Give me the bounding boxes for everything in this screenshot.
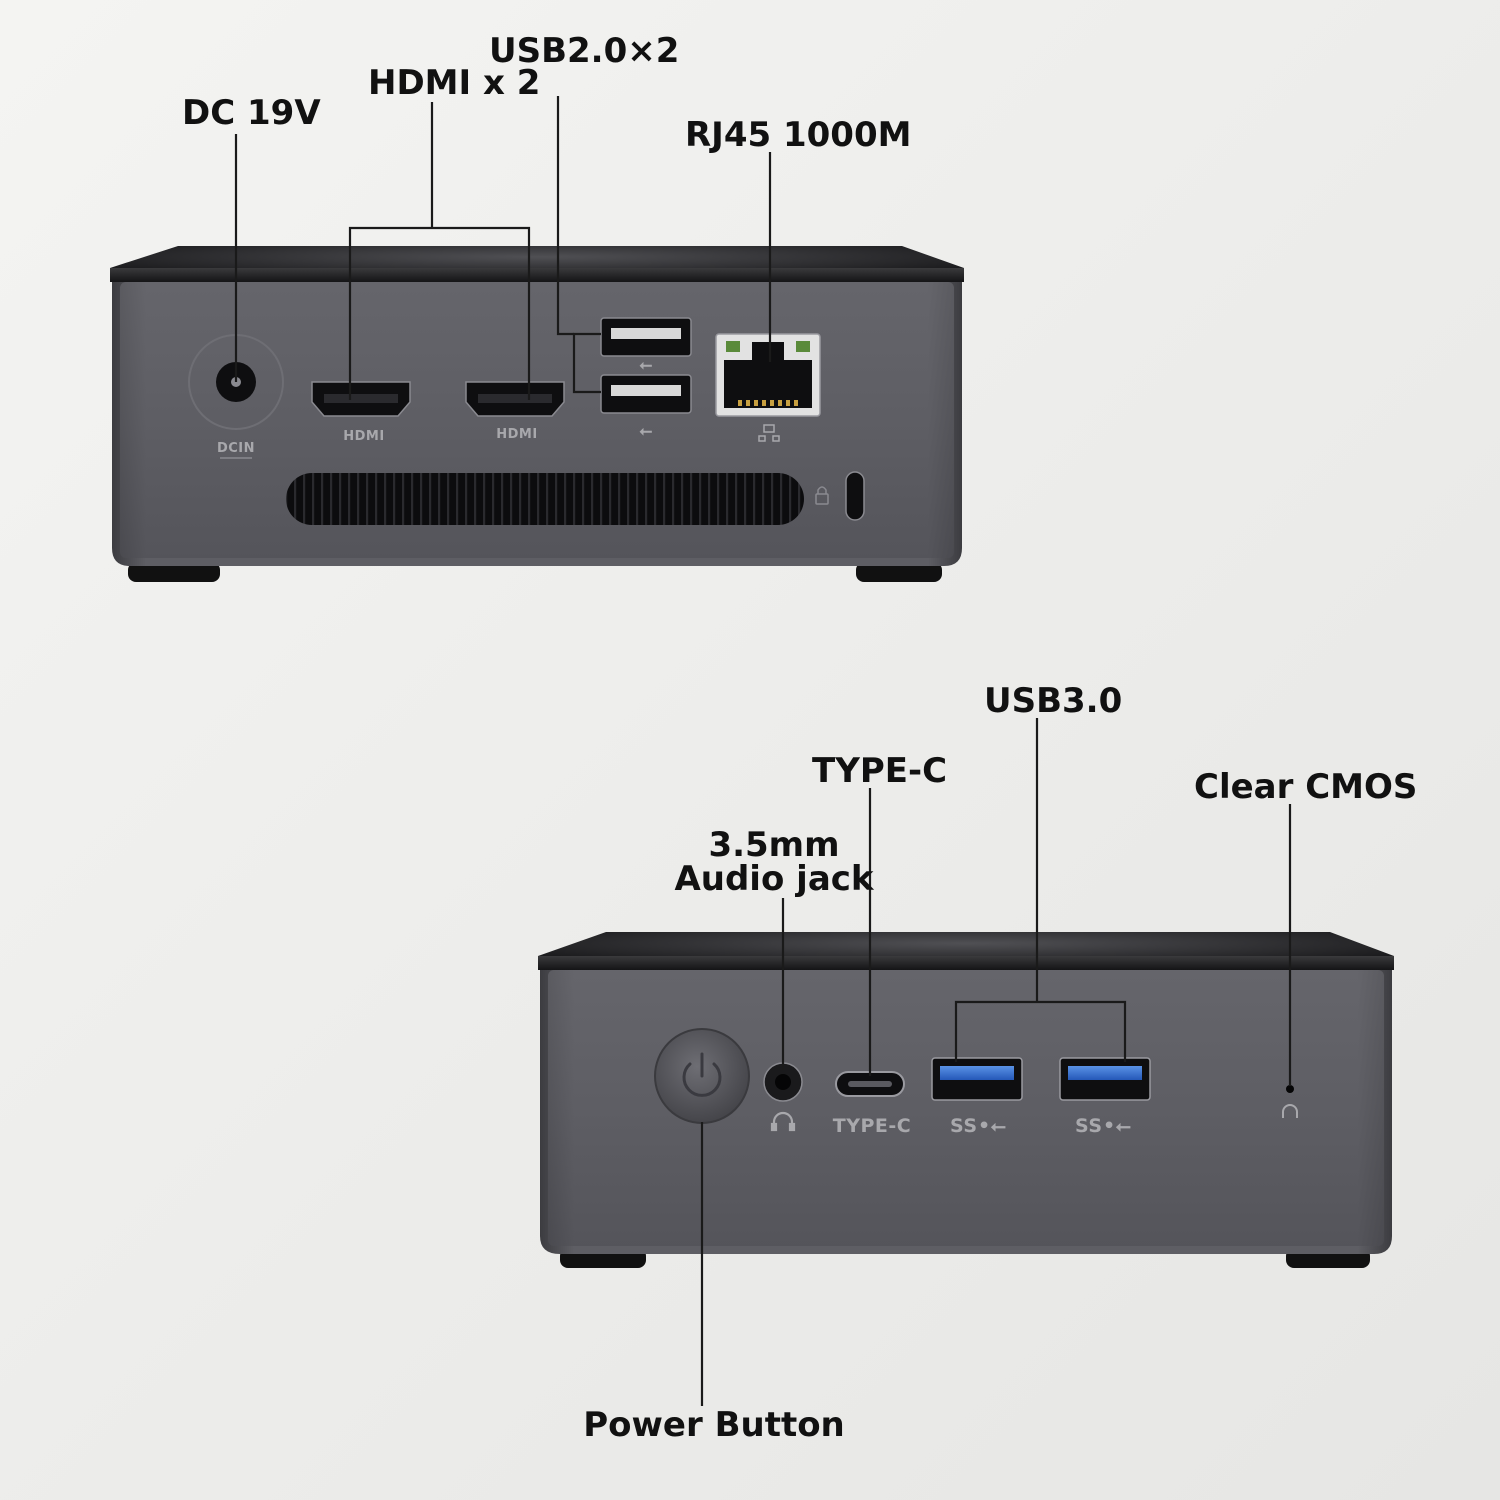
callout-audio-line2: Audio jack <box>674 859 874 899</box>
callout-clear-cmos: Clear CMOS <box>1194 767 1417 807</box>
callout-usb3: USB3.0 <box>984 681 1122 721</box>
power-icon <box>682 1052 722 1097</box>
kensington-slot <box>845 471 865 521</box>
front-callouts: USB3.0 TYPE-C Clear CMOS 3.5mm Audio jac… <box>583 681 1417 1445</box>
usb2-icon-2: ⭠ <box>639 421 652 440</box>
rear-foot-left <box>128 562 220 582</box>
rear-foot-right <box>856 562 942 582</box>
rear-callouts: DC 19V HDMI x 2 USB2.0×2 RJ45 1000M <box>182 31 911 400</box>
vent-grille <box>286 473 804 525</box>
callout-dc: DC 19V <box>182 93 321 133</box>
callout-type-c: TYPE-C <box>812 751 947 791</box>
headphone-icon <box>770 1111 796 1132</box>
callout-audio-line1: 3.5mm <box>708 825 839 865</box>
usb-icon-1: •⭠ <box>978 1115 1006 1137</box>
usb3-label-1: SS <box>950 1115 978 1137</box>
callout-usb2: USB2.0×2 <box>489 31 679 71</box>
callout-power: Power Button <box>583 1405 845 1445</box>
usb-icon-2: •⭠ <box>1103 1115 1131 1137</box>
callout-hdmi: HDMI x 2 <box>368 63 540 103</box>
hdmi-label-1: HDMI <box>343 429 384 444</box>
leader-usb2 <box>556 96 574 336</box>
clear-cmos-hole <box>1286 1085 1294 1093</box>
rear-device: DCIN HDMI HDMI ⭠ ⭠ <box>110 246 964 582</box>
usb3-label-2: SS <box>1075 1115 1103 1137</box>
front-device: TYPE-C SS •⭠ SS •⭠ <box>538 932 1394 1268</box>
hdmi-label-2: HDMI <box>496 427 537 442</box>
usb2-icon-1: ⭠ <box>639 355 652 374</box>
type-c-label: TYPE-C <box>833 1115 911 1137</box>
cmos-icon <box>1282 1104 1298 1118</box>
dcin-label: DCIN <box>217 441 255 456</box>
callout-rj45: RJ45 1000M <box>685 115 911 155</box>
lock-icon <box>815 486 829 505</box>
network-icon <box>758 424 780 442</box>
